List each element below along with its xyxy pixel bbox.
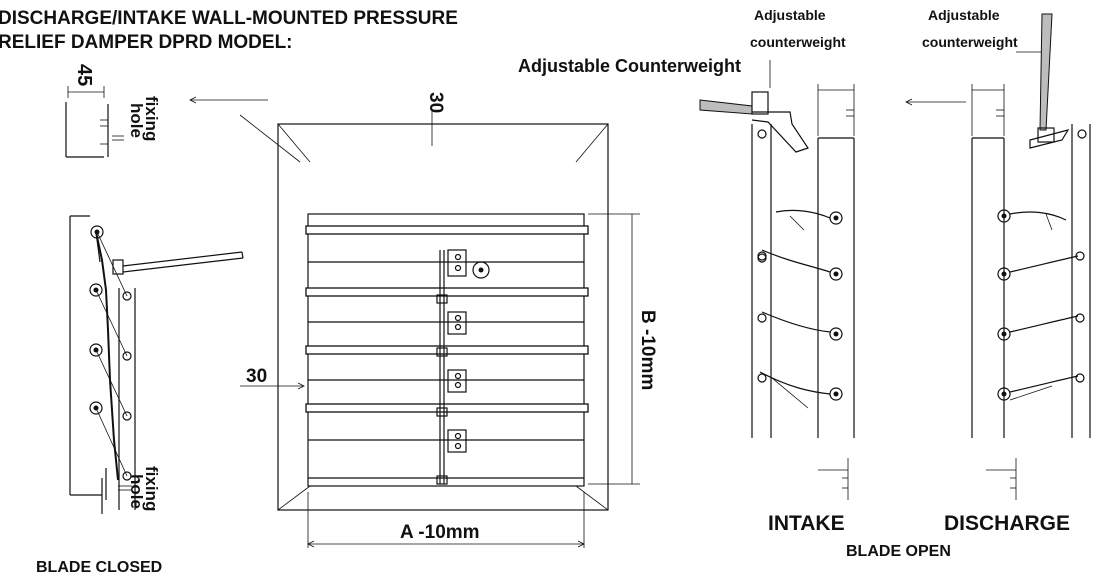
- top-left-detail: 45 fixing hole: [65, 64, 268, 158]
- intake-blade-4: [757, 371, 843, 409]
- dim-a: A -10mm: [400, 522, 480, 543]
- adjustable-counterweight-main: Adjustable Counterweight: [518, 56, 741, 76]
- counterweight-label-1: counterweight: [750, 34, 846, 50]
- discharge-label: DISCHARGE: [944, 512, 1070, 535]
- discharge-blade-3: [997, 313, 1085, 341]
- discharge-blade-4: [997, 373, 1085, 401]
- intake-blade-3: [757, 311, 843, 341]
- fixing-top-line2: hole: [127, 103, 146, 138]
- title-line-2: RELIEF DAMPER DPRD MODEL:: [0, 32, 293, 53]
- counterweight-label-2: counterweight: [922, 34, 1018, 50]
- dim-30-left: 30: [246, 366, 267, 387]
- discharge-blade-2: [997, 251, 1085, 281]
- blade-closed-label: BLADE CLOSED: [36, 559, 162, 576]
- dim-b: B -10mm: [637, 310, 658, 390]
- blade-open-label: BLADE OPEN: [846, 543, 951, 560]
- title-line-1: DISCHARGE/INTAKE WALL-MOUNTED PRESSURE: [0, 8, 458, 29]
- fixing-top-line1: fixing: [142, 96, 161, 141]
- fixing-bottom-line1: fixing: [142, 466, 161, 511]
- intake-label: INTAKE: [768, 512, 845, 535]
- intake-view: Adjustable Counterweight Adjustable coun…: [518, 7, 951, 560]
- front-view: 30 30 B -10mm A -10mm: [239, 92, 658, 548]
- intake-blade-1: [757, 209, 843, 263]
- fixing-bottom-line2: hole: [127, 474, 146, 509]
- discharge-blade-1: [997, 209, 1067, 231]
- dim-30-top: 30: [425, 92, 446, 113]
- side-view-closed: fixing hole BLADE CLOSED: [36, 215, 244, 576]
- dim-45: 45: [73, 64, 95, 86]
- adjustable-label-1: Adjustable: [754, 7, 826, 23]
- discharge-view: Adjustable counterweight: [905, 7, 1091, 535]
- adjustable-label-2: Adjustable: [928, 7, 1000, 23]
- intake-blade-2: [757, 249, 843, 281]
